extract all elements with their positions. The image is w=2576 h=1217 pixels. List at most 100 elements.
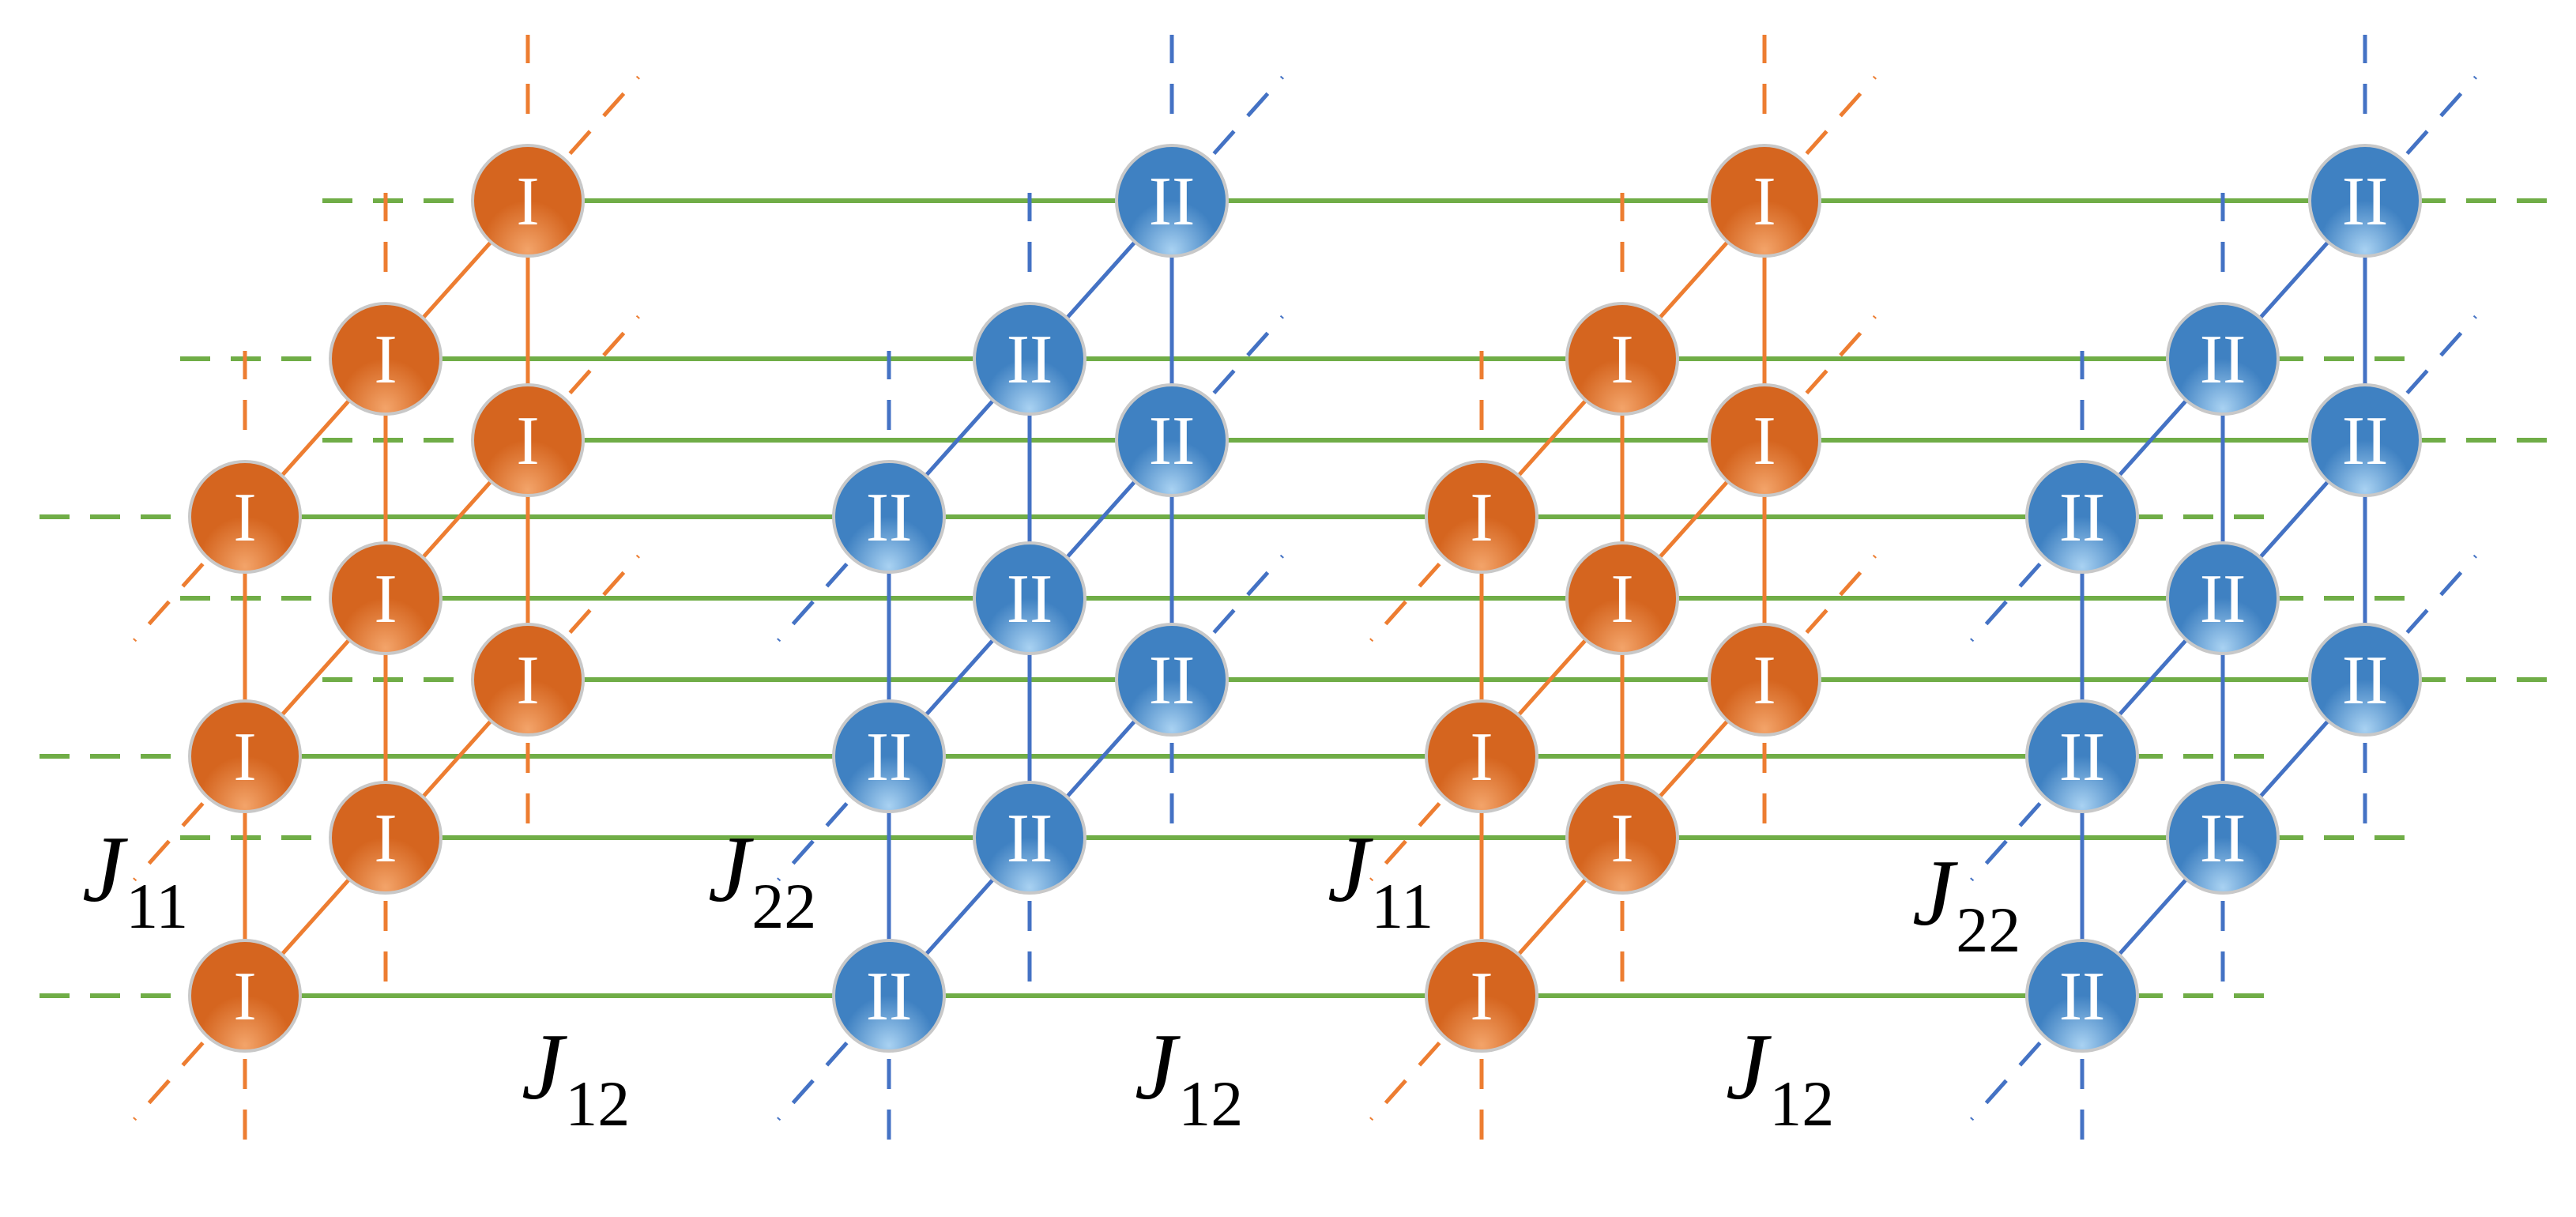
coupling-label-j12-b: J12 <box>1135 1014 1243 1140</box>
site-label: II <box>1149 642 1196 719</box>
bond-continuation <box>1970 562 2042 642</box>
site-circle <box>2166 541 2280 655</box>
bond-continuation <box>1805 315 1877 395</box>
site-label: I <box>1753 642 1776 719</box>
site-I: I <box>1708 383 1821 497</box>
site-circle <box>1565 541 1679 655</box>
site-circle <box>1708 144 1821 258</box>
site-circle <box>973 781 1087 895</box>
site-II: II <box>2166 302 2280 416</box>
site-I: I <box>1565 302 1679 416</box>
site-II: II <box>973 302 1087 416</box>
bond-continuation <box>1805 554 1877 635</box>
bond-continuation <box>1212 315 1284 395</box>
site-I: I <box>329 541 443 655</box>
site-I: I <box>329 302 443 416</box>
site-label: II <box>2200 322 2246 398</box>
bond-continuation <box>568 75 640 156</box>
site-circle <box>1425 699 1538 813</box>
site-label: II <box>2200 561 2246 638</box>
site-label: II <box>866 719 913 796</box>
site-I: I <box>188 699 302 813</box>
site-label: II <box>2059 480 2106 556</box>
coupling-label-j22-b: J22 <box>1912 840 2021 966</box>
site-I: I <box>188 460 302 574</box>
bond-continuation <box>777 801 849 882</box>
site-II: II <box>1115 144 1229 258</box>
site-circle <box>1115 144 1229 258</box>
site-I: I <box>471 623 585 737</box>
site-II: II <box>2166 781 2280 895</box>
bond-continuation <box>133 562 205 642</box>
site-label: I <box>1470 480 1493 556</box>
site-label: I <box>1470 959 1493 1035</box>
lattice-sites: IIIIIIIIIIIIIIIIIIIIIIIIIIIIIIIIIIIIIIII… <box>188 144 2422 1053</box>
site-I: I <box>1708 144 1821 258</box>
site-label: I <box>1753 164 1776 240</box>
site-label: I <box>516 642 539 719</box>
site-II: II <box>973 781 1087 895</box>
coupling-label-j12-a: J12 <box>522 1014 630 1140</box>
site-label: I <box>1610 322 1633 398</box>
site-II: II <box>832 460 946 574</box>
site-II: II <box>2025 460 2139 574</box>
site-label: I <box>374 801 397 877</box>
bond-continuation <box>1970 1041 2042 1121</box>
bond-continuation <box>2405 315 2477 395</box>
site-label: I <box>233 959 256 1035</box>
bond-continuation <box>1212 554 1284 635</box>
bond-continuation <box>777 1041 849 1121</box>
bond-continuation <box>1805 75 1877 156</box>
site-II: II <box>2308 144 2422 258</box>
site-circle <box>973 302 1087 416</box>
site-II: II <box>2025 699 2139 813</box>
site-circle <box>2025 699 2139 813</box>
site-label: II <box>1007 561 1053 638</box>
coupling-label-j11-b: J11 <box>1328 816 1433 942</box>
bond-continuation <box>2405 554 2477 635</box>
coupling-label-j11-a: J11 <box>82 816 188 942</box>
bond-continuation <box>1970 801 2042 882</box>
site-circle <box>329 541 443 655</box>
site-label: I <box>374 561 397 638</box>
site-circle <box>832 939 946 1053</box>
site-I: I <box>188 939 302 1053</box>
coupling-label-j12-c: J12 <box>1726 1014 1834 1140</box>
site-circle <box>1565 781 1679 895</box>
site-I: I <box>1425 699 1538 813</box>
site-II: II <box>973 541 1087 655</box>
site-label: II <box>866 480 913 556</box>
site-I: I <box>1565 541 1679 655</box>
site-II: II <box>2166 541 2280 655</box>
site-label: I <box>374 322 397 398</box>
site-label: II <box>866 959 913 1035</box>
site-circle <box>188 699 302 813</box>
site-label: I <box>1470 719 1493 796</box>
site-I: I <box>1425 939 1538 1053</box>
site-label: II <box>2059 959 2106 1035</box>
site-II: II <box>1115 623 1229 737</box>
coupling-label-j22-a: J22 <box>708 816 816 942</box>
site-circle <box>832 699 946 813</box>
site-label: I <box>1753 403 1776 480</box>
site-circle <box>471 623 585 737</box>
site-circle <box>2166 302 2280 416</box>
bond-continuation <box>133 1041 205 1121</box>
site-circle <box>188 939 302 1053</box>
site-I: I <box>329 781 443 895</box>
site-circle <box>2308 383 2422 497</box>
site-I: I <box>471 144 585 258</box>
site-label: I <box>233 480 256 556</box>
site-label: I <box>233 719 256 796</box>
site-circle <box>188 460 302 574</box>
site-label: II <box>2342 164 2389 240</box>
site-circle <box>471 383 585 497</box>
bond-continuation <box>1369 562 1441 642</box>
site-circle <box>1115 623 1229 737</box>
bond-continuation <box>568 315 640 395</box>
bond-continuation <box>133 801 205 882</box>
bond-continuation <box>1369 1041 1441 1121</box>
site-II: II <box>1115 383 1229 497</box>
site-II: II <box>2308 383 2422 497</box>
